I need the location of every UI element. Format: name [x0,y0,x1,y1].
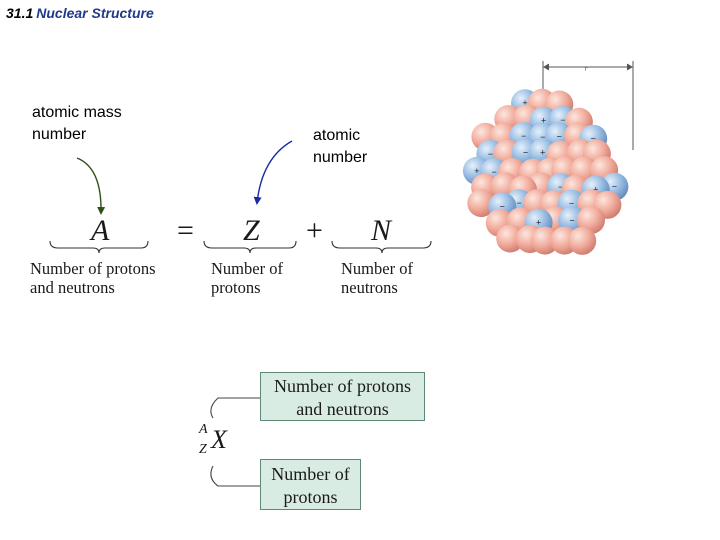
nucleon-sign: − [491,167,496,177]
nucleon-sign: + [536,218,541,228]
atomic-number-arrow [253,140,293,205]
notation-subscript: Z [199,442,207,457]
mass-number-arrow [76,157,106,215]
nucleon-sign: − [591,134,596,144]
nucleus-illustration: r ++−−−−−−−++−−−+−−−+− [462,61,634,255]
nucleon-sign: − [558,182,563,192]
nucleon-sign: + [541,116,546,126]
nucleon-sign: − [540,132,545,142]
nucleon-sign: − [569,215,574,225]
notation-symbol: X [211,425,227,454]
proton-sphere [568,226,597,255]
top-notation-box: Number of protons and neutrons [260,372,425,421]
nucleon-sign: + [474,166,479,176]
nucleon-sign: − [488,149,493,159]
nucleon-sign: − [523,148,528,158]
nucleon-sign: − [612,182,617,192]
nucleon-sign: + [593,185,598,195]
proton-sphere [467,189,496,218]
plus-sign: + [306,214,323,247]
brace-n [331,240,432,254]
mass-number-symbol: A [91,214,110,247]
slide-title: Nuclear Structure [36,5,154,21]
section-number: 31.1 [6,5,34,21]
nucleon-sign: − [516,198,521,208]
atomic-number-symbol: Z [243,214,260,247]
mass-number-description: Number of protons and neutrons [30,259,156,297]
neutron-number-symbol: N [371,214,392,247]
nucleon-sign: − [521,131,526,141]
equals-sign: = [177,214,194,247]
mass-number-label: atomic mass number [32,104,122,143]
nucleon-sign: + [540,147,545,157]
connector-bottom [210,465,261,487]
atomic-number-label: atomic number [313,127,368,166]
radius-marker [542,61,634,150]
proton-sphere [530,226,559,255]
proton-sphere [496,224,525,253]
connector-top [210,397,261,419]
radius-label: r [585,65,588,73]
notation-superscript: A [199,422,208,437]
nucleon-sign: − [569,199,574,209]
brace-z [203,240,297,254]
nucleon-sign: + [522,98,527,108]
nucleon-sign: − [500,201,505,211]
brace-a [49,240,149,254]
nucleon-sign: − [560,115,565,125]
nucleon-cluster: ++−−−−−−−++−−−+−−−+− [462,88,629,255]
bottom-notation-box: Number of protons [260,459,361,510]
neutron-number-description: Number of neutrons [341,259,413,297]
atomic-number-description: Number of protons [211,259,283,297]
nucleon-sign: − [556,131,561,141]
